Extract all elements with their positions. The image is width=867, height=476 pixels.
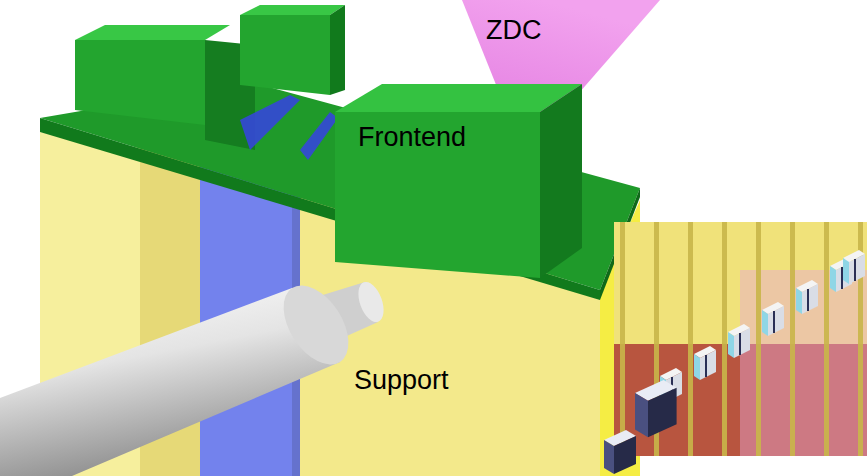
part-label: Frontend [358,123,466,153]
frontend-box [335,112,540,278]
frontend-box [75,40,205,125]
beam-pipe [353,279,388,326]
frontend-box [75,25,230,40]
frontend-box [240,15,330,95]
blue-strut [240,95,300,150]
frontend-box [330,5,345,95]
frontend-box [540,84,582,278]
frontend-box [240,5,345,15]
frontend-box [335,84,582,112]
part-label: Support [354,366,449,396]
beam-pipe [270,274,362,376]
sensor-blocks [604,250,865,474]
blue-strut [300,112,338,160]
part-label: ZDC [486,16,542,46]
absorber-plates [620,222,863,456]
